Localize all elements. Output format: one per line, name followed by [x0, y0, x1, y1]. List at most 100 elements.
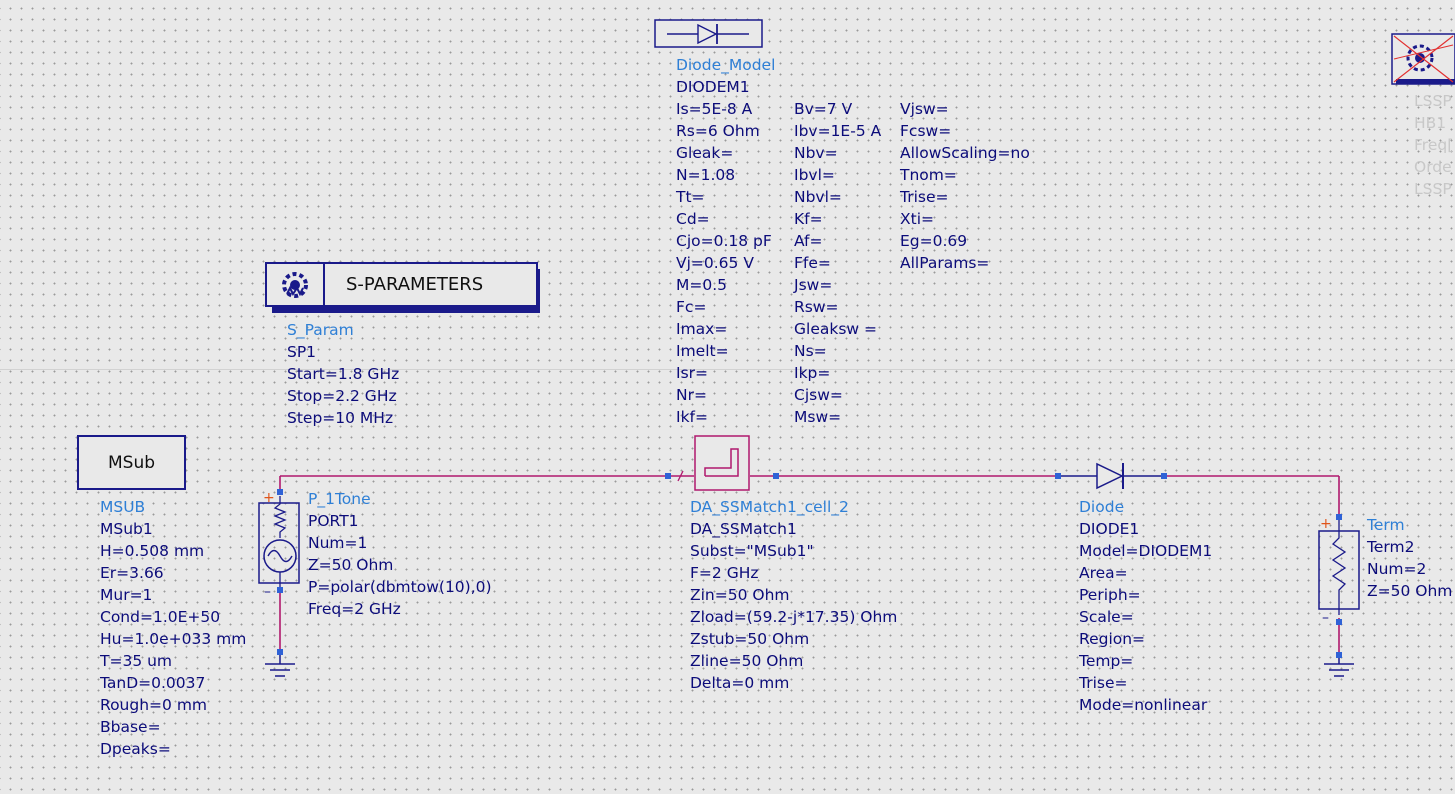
parameter-line: HB1: [1414, 114, 1447, 132]
parameter-line: Mur=1: [100, 586, 153, 604]
parameter-line: Nbvl=: [794, 188, 842, 206]
parameter-line: Rs=6 Ohm: [676, 122, 760, 140]
sparam-box-label: S-PARAMETERS: [346, 274, 484, 295]
port-source-icon: + –: [258, 489, 300, 655]
svg-text:–: –: [264, 584, 271, 600]
parameter-line: Fc=: [676, 298, 707, 316]
parameter-line: LSSP: [1414, 180, 1452, 198]
parameter-line: Z=50 Ohm: [308, 556, 394, 574]
parameter-line: Fcsw=: [900, 122, 952, 140]
parameter-line: Trise=: [1079, 674, 1128, 692]
parameter-line: Ikp=: [794, 364, 831, 382]
parameter-line: Delta=0 mm: [690, 674, 790, 692]
term-resistor-icon: + –: [1318, 514, 1360, 658]
parameter-line: Eg=0.69: [900, 232, 968, 250]
parameter-line: Rough=0 mm: [100, 696, 208, 714]
parameter-line: Ibv=1E-5 A: [794, 122, 882, 140]
parameter-line: Tt=: [676, 188, 705, 206]
parameter-line: Stop=2.2 GHz: [287, 387, 397, 405]
svg-text:–: –: [1322, 610, 1329, 626]
parameter-line: Subst="MSub1": [690, 542, 814, 560]
parameter-line: Term2: [1367, 538, 1415, 556]
parameter-line: Er=3.66: [100, 564, 164, 582]
parameter-line: SP1: [287, 343, 317, 361]
parameter-line: Zline=50 Ohm: [690, 652, 804, 670]
parameter-line: Cjsw=: [794, 386, 843, 404]
parameter-line: Zstub=50 Ohm: [690, 630, 810, 648]
parameter-line: Model=DIODEM1: [1079, 542, 1213, 560]
parameter-line: Imelt=: [676, 342, 729, 360]
parameter-line: PORT1: [308, 512, 359, 530]
component-name: LSSP: [1414, 92, 1452, 110]
parameter-line: Region=: [1079, 630, 1146, 648]
parameter-line: Cd=: [676, 210, 710, 228]
parameter-line: Orde: [1414, 158, 1452, 176]
parameter-line: Zin=50 Ohm: [690, 586, 790, 604]
parameter-line: Nr=: [676, 386, 707, 404]
component-name: DA_SSMatch1_cell_2: [690, 498, 849, 516]
component-name: P_1Tone: [308, 490, 371, 508]
diode-icon: [1055, 462, 1167, 490]
component-name: Term: [1367, 516, 1405, 534]
parameter-line: Cond=1.0E+50: [100, 608, 221, 626]
parameter-line: Temp=: [1079, 652, 1134, 670]
parameter-line: MSub1: [100, 520, 153, 538]
parameter-line: Ikf=: [676, 408, 708, 426]
parameter-line: Msw=: [794, 408, 842, 426]
component-name: MSUB: [100, 498, 146, 516]
parameter-line: Z=50 Ohm: [1367, 582, 1453, 600]
parameter-line: Freq[: [1414, 136, 1454, 154]
parameter-line: Area=: [1079, 564, 1128, 582]
msub-component[interactable]: MSub: [77, 435, 186, 490]
parameter-line: Bv=7 V: [794, 100, 853, 118]
parameter-line: Nbv=: [794, 144, 838, 162]
parameter-line: Jsw=: [794, 276, 833, 294]
hb-gear-icon: [1391, 33, 1455, 85]
parameter-line: AllowScaling=no: [900, 144, 1030, 162]
component-name: Diode_Model: [676, 56, 776, 74]
parameter-line: AllParams=: [900, 254, 990, 272]
parameter-line: Ffe=: [794, 254, 831, 272]
parameter-line: Step=10 MHz: [287, 409, 394, 427]
parameter-line: Scale=: [1079, 608, 1134, 626]
parameter-line: Trise=: [900, 188, 949, 206]
parameter-line: DIODEM1: [676, 78, 750, 96]
parameter-line: Num=1: [308, 534, 368, 552]
parameter-line: Xti=: [900, 210, 934, 228]
parameter-line: Num=2: [1367, 560, 1427, 578]
parameter-line: Dpeaks=: [100, 740, 171, 758]
crosshair-line: [0, 369, 1455, 370]
parameter-line: Hu=1.0e+033 mm: [100, 630, 247, 648]
gear-icon: [267, 264, 325, 305]
parameter-line: Bbase=: [100, 718, 161, 736]
parameter-line: Zload=(59.2-j*17.35) Ohm: [690, 608, 898, 626]
parameter-line: TanD=0.0037: [100, 674, 206, 692]
sparam-component[interactable]: S-PARAMETERS: [265, 262, 538, 307]
ground-icon: [1324, 656, 1354, 677]
parameter-line: Cjo=0.18 pF: [676, 232, 772, 250]
svg-text:+: +: [263, 490, 275, 506]
ground-icon: [265, 652, 295, 677]
parameter-line: DIODE1: [1079, 520, 1140, 538]
parameter-line: Tnom=: [900, 166, 957, 184]
parameter-line: Isr=: [676, 364, 709, 382]
parameter-line: Af=: [794, 232, 823, 250]
parameter-line: Gleak=: [676, 144, 734, 162]
parameter-line: Kf=: [794, 210, 823, 228]
parameter-line: M=0.5: [676, 276, 728, 294]
match-block-icon: [665, 435, 779, 491]
parameter-line: DA_SSMatch1: [690, 520, 797, 538]
parameter-line: F=2 GHz: [690, 564, 759, 582]
component-name: S_Param: [287, 321, 354, 339]
